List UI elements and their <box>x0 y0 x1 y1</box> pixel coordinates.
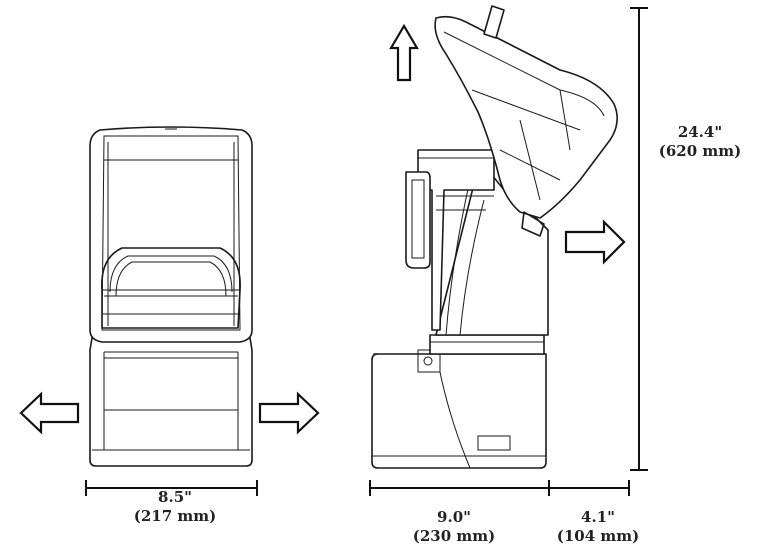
arrow-left-icon <box>19 391 80 435</box>
arrow-right-icon <box>258 391 320 435</box>
side-container-handle <box>405 171 431 269</box>
cord-metric: (104 mm) <box>556 526 640 545</box>
front-view-blender <box>89 126 253 467</box>
width-metric: (217 mm) <box>133 506 217 525</box>
side-lid <box>434 15 618 219</box>
depth-dimension-line <box>369 480 630 496</box>
height-dimension-line <box>630 7 648 471</box>
side-base <box>371 353 547 469</box>
width-dimension-line <box>85 480 258 496</box>
side-view-blender <box>371 5 618 469</box>
height-metric: (620 mm) <box>658 141 742 160</box>
cord-imperial: 4.1" <box>581 508 615 526</box>
front-enclosure <box>89 126 253 343</box>
arrow-up-icon <box>389 23 419 82</box>
height-imperial: 24.4" <box>677 123 723 141</box>
front-handle <box>101 247 241 329</box>
cord-dimension-label: 4.1" (104 mm) <box>548 508 648 546</box>
width-imperial: 8.5" <box>158 488 192 506</box>
depth-metric: (230 mm) <box>412 526 496 545</box>
width-dimension-label: 8.5" (217 mm) <box>120 488 230 526</box>
side-housing <box>429 334 545 355</box>
side-lid-knob <box>483 5 505 39</box>
arrow-right-icon <box>564 219 626 265</box>
depth-dimension-label: 9.0" (230 mm) <box>394 508 514 546</box>
depth-imperial: 9.0" <box>437 508 471 526</box>
front-base <box>89 337 253 467</box>
height-dimension-label: 24.4" (620 mm) <box>645 123 755 161</box>
